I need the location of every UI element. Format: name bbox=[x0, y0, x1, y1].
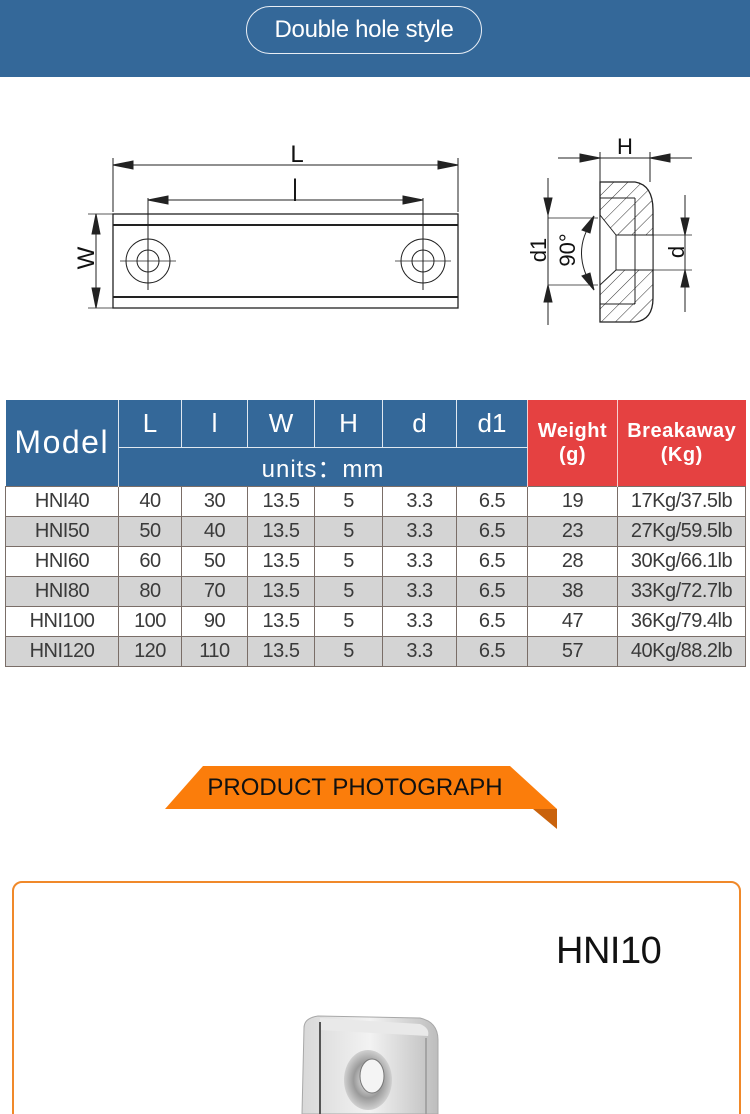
header-l: l bbox=[181, 400, 248, 448]
side-view-drawing: H d1 90° d bbox=[526, 134, 692, 325]
top-banner: Double hole style bbox=[0, 0, 750, 77]
header-L: L bbox=[118, 400, 182, 448]
header-units: units：mm bbox=[118, 447, 528, 486]
header-W: W bbox=[247, 400, 315, 448]
dim-label-H: H bbox=[617, 134, 633, 159]
style-title-pill: Double hole style bbox=[246, 6, 482, 54]
dim-label-l: | bbox=[292, 175, 298, 202]
header-H: H bbox=[314, 400, 383, 448]
header-weight: Weight (g) bbox=[527, 400, 618, 486]
section-ribbon bbox=[165, 766, 557, 829]
header-d: d bbox=[382, 400, 457, 448]
magnet-product-image bbox=[301, 1015, 439, 1114]
top-view-drawing: L | W bbox=[73, 141, 459, 309]
dim-label-d: d bbox=[664, 246, 689, 258]
dim-label-L: L bbox=[290, 141, 303, 168]
header-d1: d1 bbox=[456, 400, 528, 448]
dim-label-angle: 90° bbox=[555, 233, 580, 266]
dim-label-d1: d1 bbox=[526, 238, 551, 262]
spec-table: Model L l W H d d1 Weight (g) Breakaway … bbox=[5, 400, 746, 667]
dim-label-W: W bbox=[73, 246, 100, 269]
photo-model-label: HNI10 bbox=[556, 930, 662, 972]
section-title: PRODUCT PHOTOGRAPH bbox=[207, 774, 503, 801]
header-breakaway: Breakaway (Kg) bbox=[617, 400, 746, 486]
product-photo-frame bbox=[12, 881, 741, 1114]
header-model: Model bbox=[5, 400, 119, 486]
